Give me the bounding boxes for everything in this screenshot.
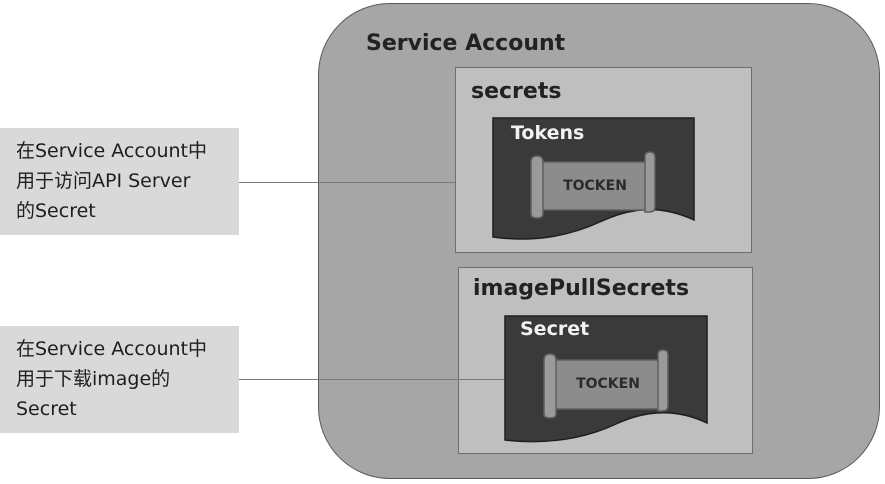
secrets-panel-title: secrets [471,79,562,104]
service-account-title: Service Account [366,31,566,56]
callout-image-pull-secrets-line: Secret [16,398,77,420]
token-scroll-label: TOCKEN [563,178,627,194]
callout-secrets-line: 用于访问API Server [16,170,191,192]
image-pull-secrets-panel-title: imagePullSecrets [473,276,690,301]
callout-image-pull-secrets: 在Service Account中 用于下载image的 Secret [0,326,239,433]
callout-secrets-line: 的Secret [16,200,96,222]
callout-secrets: 在Service Account中 用于访问API Server 的Secret [0,128,239,235]
callout-image-pull-secrets-line: 用于下载image的 [16,368,171,390]
secret-token-scroll-icon [543,349,669,419]
callout-secrets-connector [239,182,455,183]
secret-token-scroll-label: TOCKEN [576,376,640,392]
callout-secrets-line: 在Service Account中 [16,140,207,162]
callout-image-pull-secrets-connector [239,379,504,380]
callout-image-pull-secrets-line: 在Service Account中 [16,338,207,360]
tokens-document-title: Tokens [511,122,585,144]
token-scroll-icon [530,151,656,219]
secret-document-title: Secret [520,318,590,340]
